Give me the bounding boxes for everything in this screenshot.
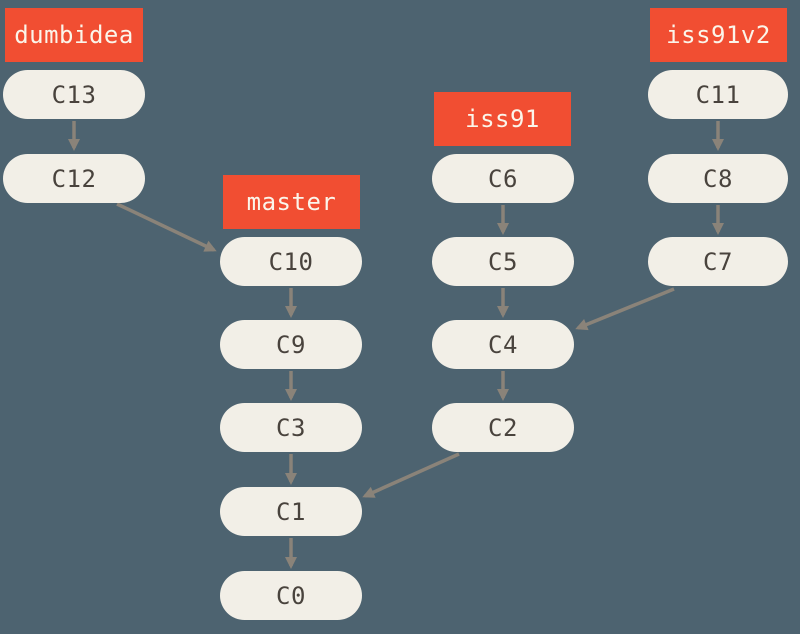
commit-arrow-C12-to-C10	[116, 202, 217, 252]
commit-arrow-C7-to-C4	[575, 287, 675, 331]
commit-arrow-C2-to-C1	[362, 452, 460, 498]
